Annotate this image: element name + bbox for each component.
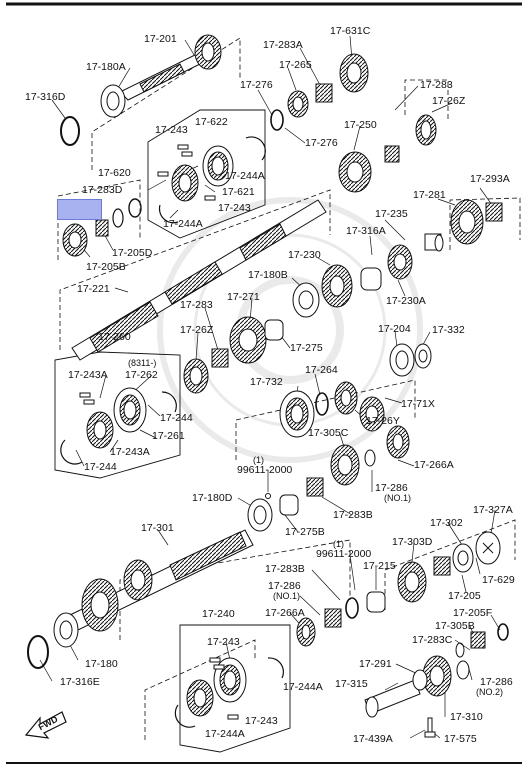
label-17-266A-a[interactable]: 17-266A bbox=[414, 459, 454, 471]
label-17-283-b[interactable]: 17-283 bbox=[180, 299, 213, 311]
label-17-180B[interactable]: 17-180B bbox=[248, 269, 288, 281]
gears bbox=[27, 34, 509, 738]
label-17-286-b[interactable]: 17-286 bbox=[268, 580, 301, 592]
label-17-315[interactable]: 17-315 bbox=[335, 678, 368, 690]
label-17-244A-b[interactable]: 17-244A bbox=[163, 218, 203, 230]
callout-boxes bbox=[54, 109, 291, 753]
label-no1-b: (NO.1) bbox=[273, 591, 300, 601]
label-17-286-a[interactable]: 17-286 bbox=[375, 482, 408, 494]
label-17-243A-a[interactable]: 17-243A bbox=[68, 369, 108, 381]
label-17-204[interactable]: 17-204 bbox=[378, 323, 411, 335]
label-17-265[interactable]: 17-265 bbox=[279, 59, 312, 71]
label-17-291[interactable]: 17-291 bbox=[359, 658, 392, 670]
label-17-271[interactable]: 17-271 bbox=[227, 291, 260, 303]
label-17-310[interactable]: 17-310 bbox=[450, 711, 483, 723]
label-17-316E[interactable]: 17-316E bbox=[60, 676, 100, 688]
label-17-180D[interactable]: 17-180D bbox=[192, 492, 233, 504]
label-17-276-b[interactable]: 17-276 bbox=[305, 137, 338, 149]
shifting-keys bbox=[79, 144, 239, 720]
label-17-316A[interactable]: 17-316A bbox=[346, 225, 386, 237]
label-17-620[interactable]: 17-620 bbox=[98, 167, 131, 179]
label-17-301[interactable]: 17-301 bbox=[141, 522, 174, 534]
label-no2: (NO.2) bbox=[476, 687, 503, 697]
highlighted-part-label[interactable] bbox=[57, 199, 102, 220]
label-17-205B[interactable]: 17-205B bbox=[86, 261, 126, 273]
label-17-71X[interactable]: 17-71X bbox=[401, 398, 435, 410]
label-99611-2000-b[interactable]: 99611-2000 bbox=[316, 548, 372, 560]
label-17-275[interactable]: 17-275 bbox=[290, 342, 323, 354]
label-17-243-a[interactable]: 17-243 bbox=[155, 124, 188, 136]
label-17-732[interactable]: 17-732 bbox=[250, 376, 283, 388]
label-17-293A[interactable]: 17-293A bbox=[470, 173, 510, 185]
label-17-244-b[interactable]: 17-244 bbox=[84, 461, 117, 473]
label-17-244-a[interactable]: 17-244 bbox=[160, 412, 193, 424]
label-17-629[interactable]: 17-629 bbox=[482, 574, 515, 586]
label-17-286-c[interactable]: 17-286 bbox=[480, 676, 513, 688]
dashed-group-lines bbox=[57, 37, 521, 740]
label-17-180A[interactable]: 17-180A bbox=[86, 61, 126, 73]
label-17-283B-b[interactable]: 17-283B bbox=[265, 563, 305, 575]
label-17-244A-c[interactable]: 17-244A bbox=[283, 681, 323, 693]
label-17-230[interactable]: 17-230 bbox=[288, 249, 321, 261]
leader-lines bbox=[39, 35, 501, 739]
label-17-205F[interactable]: 17-205F bbox=[453, 607, 493, 619]
label-17-230A[interactable]: 17-230A bbox=[386, 295, 426, 307]
label-17-235[interactable]: 17-235 bbox=[375, 208, 408, 220]
reverse-shaft bbox=[364, 679, 421, 718]
label-17-264[interactable]: 17-264 bbox=[305, 364, 338, 376]
label-17-244A-d[interactable]: 17-244A bbox=[205, 728, 245, 740]
label-17-201[interactable]: 17-201 bbox=[144, 33, 177, 45]
label-17-303D[interactable]: 17-303D bbox=[392, 536, 433, 548]
label-qty-1-a: (1) bbox=[253, 455, 264, 465]
label-17-260[interactable]: 17-260 bbox=[98, 331, 131, 343]
label-17-575[interactable]: 17-575 bbox=[444, 733, 477, 745]
label-17-243-c[interactable]: 17-243 bbox=[207, 636, 240, 648]
label-17-180[interactable]: 17-180 bbox=[85, 658, 118, 670]
label-17-283D[interactable]: 17-283D bbox=[82, 184, 123, 196]
label-17-243-b[interactable]: 17-243 bbox=[218, 202, 251, 214]
label-17-281[interactable]: 17-281 bbox=[413, 189, 446, 201]
label-17-262[interactable]: 17-262 bbox=[125, 369, 158, 381]
label-17-302[interactable]: 17-302 bbox=[430, 517, 463, 529]
label-99611-2000-a[interactable]: 99611-2000 bbox=[237, 464, 293, 476]
label-17-631C[interactable]: 17-631C bbox=[330, 25, 371, 37]
label-17-244A-a[interactable]: 17-244A bbox=[225, 170, 265, 182]
label-17-26Z-b[interactable]: 17-26Z bbox=[180, 324, 214, 336]
shaft-upper bbox=[119, 49, 213, 101]
label-8311: (8311-) bbox=[128, 358, 157, 368]
label-17-283A[interactable]: 17-283A bbox=[263, 39, 303, 51]
label-17-283C[interactable]: 17-283C bbox=[412, 634, 453, 646]
label-17-327A[interactable]: 17-327A bbox=[473, 504, 513, 516]
label-17-621[interactable]: 17-621 bbox=[222, 186, 255, 198]
label-no1-a: (NO.1) bbox=[384, 493, 411, 503]
label-17-276-a[interactable]: 17-276 bbox=[240, 79, 273, 91]
label-17-266A-b[interactable]: 17-266A bbox=[265, 607, 305, 619]
main-shaft bbox=[71, 199, 327, 361]
label-17-243A-b[interactable]: 17-243A bbox=[110, 446, 150, 458]
label-17-332[interactable]: 17-332 bbox=[432, 324, 465, 336]
label-17-283B-a[interactable]: 17-283B bbox=[333, 509, 373, 521]
label-17-215[interactable]: 17-215 bbox=[363, 560, 396, 572]
label-17-26Z-a[interactable]: 17-26Z bbox=[432, 95, 466, 107]
label-17-305C[interactable]: 17-305C bbox=[308, 427, 349, 439]
snap-rings bbox=[60, 136, 284, 728]
label-17-283-a[interactable]: 17-283 bbox=[420, 79, 453, 91]
label-17-240[interactable]: 17-240 bbox=[202, 608, 235, 620]
label-17-316D[interactable]: 17-316D bbox=[25, 91, 66, 103]
fwd-arrow-icon bbox=[24, 711, 67, 739]
label-17-275B[interactable]: 17-275B bbox=[285, 526, 325, 538]
label-17-250[interactable]: 17-250 bbox=[344, 119, 377, 131]
label-17-205D[interactable]: 17-205D bbox=[112, 247, 153, 259]
label-qty-1-b: (1) bbox=[333, 539, 344, 549]
label-17-261[interactable]: 17-261 bbox=[152, 430, 185, 442]
label-17-622[interactable]: 17-622 bbox=[195, 116, 228, 128]
label-17-205[interactable]: 17-205 bbox=[448, 590, 481, 602]
label-17-221[interactable]: 17-221 bbox=[77, 283, 110, 295]
label-17-439A[interactable]: 17-439A bbox=[353, 733, 393, 745]
label-17-243-d[interactable]: 17-243 bbox=[245, 715, 278, 727]
label-17-305B[interactable]: 17-305B bbox=[435, 620, 475, 632]
label-17-26Y[interactable]: 17-26Y bbox=[366, 415, 400, 427]
